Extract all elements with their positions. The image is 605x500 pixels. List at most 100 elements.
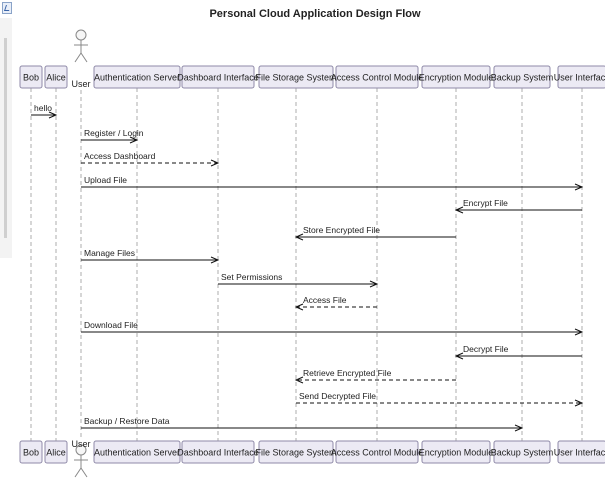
message-label: Manage Files — [84, 248, 135, 258]
participant-box — [335, 440, 419, 464]
message-label: Upload File — [84, 175, 127, 185]
message-arrow[interactable]: Upload File — [81, 175, 584, 191]
message-arrow[interactable]: Decrypt File — [454, 344, 582, 360]
participant-label: Bob — [23, 73, 39, 83]
message-label: Backup / Restore Data — [84, 416, 170, 426]
arrowhead-icon — [574, 183, 584, 191]
participant-dash-top[interactable]: Dashboard Interface — [177, 65, 259, 89]
participant-user-top[interactable]: User — [71, 29, 91, 89]
message-label: Send Decrypted File — [299, 391, 376, 401]
participant-box — [44, 65, 68, 89]
arrowhead-icon — [210, 159, 220, 167]
arrowhead-icon — [210, 256, 220, 264]
actor-leg-icon — [74, 467, 82, 478]
vertical-scrollbar[interactable] — [0, 18, 12, 258]
message-arrow[interactable]: Retrieve Encrypted File — [294, 368, 456, 384]
message-label: Set Permissions — [221, 272, 282, 282]
participant-bak-bottom[interactable]: Backup System — [491, 440, 554, 464]
participant-auth-bottom[interactable]: Authentication Server — [93, 440, 181, 464]
participant-box — [44, 440, 68, 464]
message-arrow[interactable]: Manage Files — [81, 248, 220, 264]
actor-head-icon — [75, 29, 87, 41]
scrollbar-thumb[interactable] — [4, 38, 7, 238]
participant-label: Dashboard Interface — [177, 73, 259, 83]
arrowhead-icon — [294, 233, 304, 241]
arrowhead-icon — [574, 328, 584, 336]
participant-ui-bottom[interactable]: User Interface — [554, 440, 605, 464]
message-label: Download File — [84, 320, 138, 330]
participant-box — [258, 65, 334, 89]
message-label: Encrypt File — [463, 198, 508, 208]
participant-label: User Interface — [554, 448, 605, 458]
arrowhead-icon — [294, 303, 304, 311]
diagram-file-icon — [2, 2, 12, 14]
participant-label: Encryption Module — [419, 448, 494, 458]
message-arrow[interactable]: Send Decrypted File — [296, 391, 584, 407]
arrowhead-icon — [514, 424, 524, 432]
participant-label: User — [71, 79, 90, 89]
participant-bob-top[interactable]: Bob — [19, 65, 43, 89]
message-arrow[interactable]: Store Encrypted File — [294, 225, 456, 241]
message-arrow[interactable]: Set Permissions — [218, 272, 379, 288]
message-arrow[interactable]: Backup / Restore Data — [81, 416, 524, 432]
actor-leg-icon — [74, 52, 82, 63]
participant-fss-top[interactable]: File Storage System — [255, 65, 337, 89]
participant-label: Access Control Module — [331, 73, 424, 83]
participant-label: Dashboard Interface — [177, 448, 259, 458]
participant-label: Bob — [23, 448, 39, 458]
participant-acm-top[interactable]: Access Control Module — [331, 65, 424, 89]
participant-acm-bottom[interactable]: Access Control Module — [331, 440, 424, 464]
participant-label: Authentication Server — [94, 73, 180, 83]
participant-user-bottom[interactable]: User — [71, 439, 91, 478]
participant-enc-top[interactable]: Encryption Module — [419, 65, 494, 89]
arrowhead-icon — [294, 376, 304, 384]
actor-leg-icon — [80, 52, 88, 63]
participant-label: Access Control Module — [331, 448, 424, 458]
message-arrow[interactable]: hello — [31, 103, 58, 119]
participant-box — [19, 440, 43, 464]
message-arrow[interactable]: Encrypt File — [454, 198, 582, 214]
participant-label: User Interface — [554, 73, 605, 83]
message-label: hello — [34, 103, 52, 113]
participant-box — [93, 440, 181, 464]
participant-ui-top[interactable]: User Interface — [554, 65, 605, 89]
participant-label: Encryption Module — [419, 73, 494, 83]
participant-box — [421, 440, 491, 464]
participant-box — [557, 65, 605, 89]
participant-box — [335, 65, 419, 89]
participant-box — [493, 65, 551, 89]
participant-bob-bottom[interactable]: Bob — [19, 440, 43, 464]
participant-label: File Storage System — [255, 73, 336, 83]
participant-alice-top[interactable]: Alice — [44, 65, 68, 89]
participant-label: Backup System — [491, 448, 554, 458]
participant-box — [493, 440, 551, 464]
message-arrow[interactable]: Access File — [294, 295, 377, 311]
participant-label: Authentication Server — [94, 448, 180, 458]
message-arrow[interactable]: Access Dashboard — [81, 151, 220, 167]
arrowhead-icon — [574, 399, 584, 407]
message-label: Store Encrypted File — [303, 225, 380, 235]
participant-label: File Storage System — [255, 448, 336, 458]
participant-label: Alice — [46, 448, 66, 458]
message-label: Access File — [303, 295, 347, 305]
message-label: Decrypt File — [463, 344, 509, 354]
message-label: Access Dashboard — [84, 151, 156, 161]
participant-alice-bottom[interactable]: Alice — [44, 440, 68, 464]
arrowhead-icon — [369, 280, 379, 288]
message-arrow[interactable]: Register / Login — [81, 128, 144, 144]
participant-fss-bottom[interactable]: File Storage System — [255, 440, 337, 464]
message-arrow[interactable]: Download File — [81, 320, 584, 336]
participant-enc-bottom[interactable]: Encryption Module — [419, 440, 494, 464]
participant-dash-bottom[interactable]: Dashboard Interface — [177, 440, 259, 464]
arrowhead-icon — [454, 206, 464, 214]
participant-box — [557, 440, 605, 464]
participant-box — [93, 65, 181, 89]
participant-auth-top[interactable]: Authentication Server — [93, 65, 181, 89]
participant-box — [181, 65, 255, 89]
participant-box — [258, 440, 334, 464]
arrowhead-icon — [48, 111, 58, 119]
participant-box — [19, 65, 43, 89]
participant-bak-top[interactable]: Backup System — [491, 65, 554, 89]
participant-label: Alice — [46, 73, 66, 83]
message-label: Register / Login — [84, 128, 144, 138]
